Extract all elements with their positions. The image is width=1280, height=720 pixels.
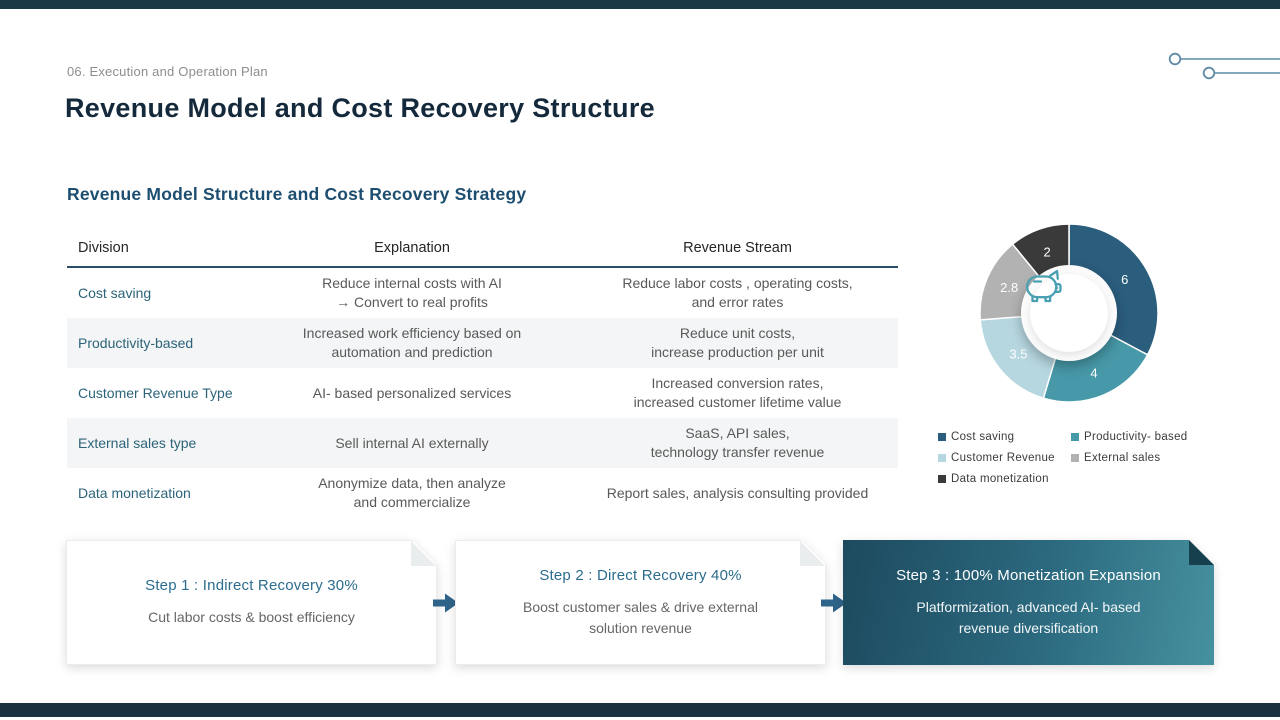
section-heading: Revenue Model Structure and Cost Recover… [67, 184, 527, 204]
folded-corner [800, 541, 825, 566]
legend-swatch [1071, 433, 1079, 441]
explanation-cell: Increased work efficiency based on autom… [302, 325, 522, 360]
legend-label: Data monetization [951, 473, 1049, 485]
column-header-revenue-stream: Revenue Stream [683, 239, 792, 256]
top-accent-bar [0, 0, 1280, 9]
table-header-row: Division Explanation Revenue Stream [67, 229, 898, 268]
legend-label: Productivity- based [1084, 431, 1188, 443]
arrow-right-icon [821, 593, 847, 613]
explanation-cell: AI- based personalized services [312, 384, 512, 401]
decoration-circle [1202, 66, 1216, 80]
division-cell: Customer Revenue Type [78, 385, 233, 401]
step-1-card: Step 1 : Indirect Recovery 30% Cut labor… [66, 540, 437, 665]
division-cell: External sales type [78, 435, 197, 451]
revenue-stream-cell: Reduce unit costs, increase production p… [651, 325, 824, 360]
slice-data-label: 2 [1043, 244, 1050, 259]
legend-item: Customer Revenue [938, 452, 1065, 464]
legend-item: Data monetization [938, 473, 1065, 485]
legend-item: Cost saving [938, 431, 1065, 443]
table-row: Productivity-based Increased work efficie… [67, 318, 898, 368]
slice-data-label: 4 [1090, 366, 1097, 381]
slice-data-label: 2.8 [1000, 280, 1018, 295]
column-header-division: Division [78, 239, 129, 256]
legend-label: Customer Revenue [951, 452, 1055, 464]
revenue-donut-chart-area: 6 4 3.5 2.8 2 [969, 213, 1169, 413]
step-description: Boost customer sales & drive external so… [523, 599, 758, 636]
step-description: Cut labor costs & boost efficiency [148, 609, 355, 626]
table-body: Cost saving Reduce internal costs with AI… [67, 268, 898, 518]
corner-line-decoration [1168, 52, 1280, 80]
division-cell: Cost saving [78, 285, 152, 301]
chart-center-badge [1021, 265, 1117, 361]
table-row: Customer Revenue Type AI- based personali… [67, 368, 898, 418]
folded-corner [411, 541, 436, 566]
revenue-stream-cell: SaaS, API sales, technology transfer rev… [650, 425, 825, 460]
step-description: Platformization, advanced AI- based reve… [916, 599, 1141, 636]
legend-swatch [938, 475, 946, 483]
table-row: Data monetization Anonymize data, then an… [67, 468, 898, 518]
chart-center-badge-inner [1025, 269, 1108, 352]
table-row: External sales type Sell internal AI exte… [67, 418, 898, 468]
legend-item: Productivity- based [1071, 431, 1230, 443]
step-title: Step 3 : 100% Monetization Expansion [896, 567, 1161, 585]
division-cell: Productivity-based [78, 335, 194, 351]
slice-data-label: 6 [1121, 272, 1128, 287]
decoration-circle [1168, 52, 1182, 66]
page-title: Revenue Model and Cost Recovery Structur… [65, 93, 655, 123]
step-title: Step 2 : Direct Recovery 40% [539, 567, 742, 585]
explanation-cell: Anonymize data, then analyze and commerc… [318, 475, 506, 510]
legend-swatch [1071, 454, 1079, 462]
column-header-explanation: Explanation [374, 239, 450, 256]
table-row: Cost saving Reduce internal costs with AI… [67, 268, 898, 318]
bottom-accent-bar [0, 703, 1280, 717]
slice-data-label: 3.5 [1009, 346, 1027, 361]
revenue-stream-cell: Report sales, analysis consulting provid… [606, 484, 869, 501]
revenue-stream-cell: Increased conversion rates, increased cu… [633, 375, 842, 410]
folded-corner [1189, 540, 1214, 565]
legend-item: External sales [1071, 452, 1230, 464]
division-cell: Data monetization [78, 485, 191, 501]
legend-label: External sales [1084, 452, 1161, 464]
explanation-cell: Reduce internal costs with AI → Convert … [322, 275, 502, 310]
step-3-card: Step 3 : 100% Monetization Expansion Pla… [843, 540, 1214, 665]
piggy-bank-icon [1025, 269, 1062, 303]
step-title: Step 1 : Indirect Recovery 30% [145, 577, 358, 595]
arrow-right-icon [433, 593, 459, 613]
breadcrumb: 06. Execution and Operation Plan [67, 64, 268, 79]
revenue-model-table: Division Explanation Revenue Stream Cost… [67, 229, 898, 518]
legend-swatch [938, 454, 946, 462]
legend-label: Cost saving [951, 431, 1015, 443]
legend-swatch [938, 433, 946, 441]
revenue-stream-cell: Reduce labor costs , operating costs, an… [622, 275, 853, 310]
explanation-cell: Sell internal AI externally [335, 434, 489, 451]
step-2-card: Step 2 : Direct Recovery 40% Boost custo… [455, 540, 826, 665]
